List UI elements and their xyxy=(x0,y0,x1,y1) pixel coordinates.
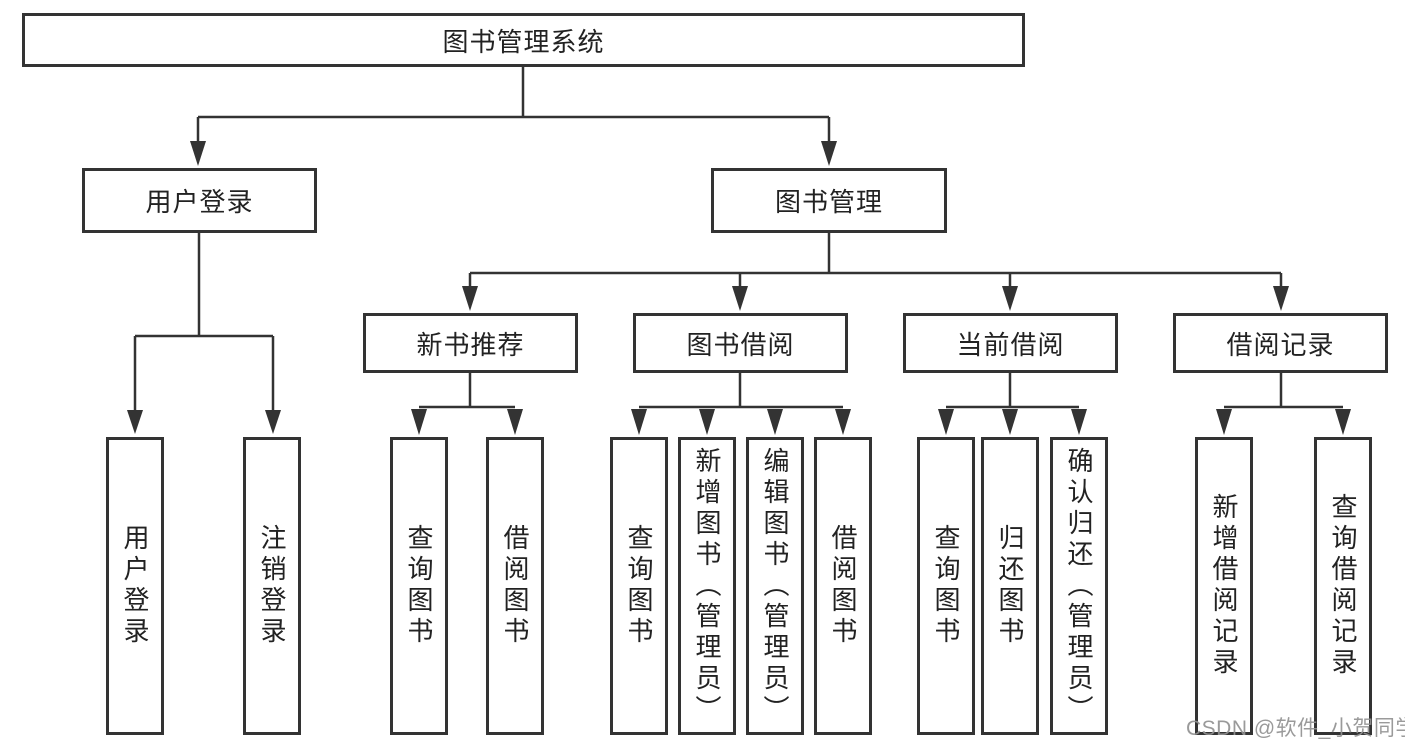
node-current-borrow: 当前借阅 xyxy=(903,313,1118,373)
watermark: CSDN @软件_小贺同学 xyxy=(1186,717,1405,740)
connector-management-to-level3 xyxy=(468,233,1283,288)
leaf-bb-query-books: 查询图书 xyxy=(610,437,668,735)
leaf-br-add-record: 新增借阅记录 xyxy=(1195,437,1253,735)
arrow-down-icon xyxy=(938,409,954,435)
connector-currentborrow-to-leaves xyxy=(946,373,1079,409)
node-borrow-records: 借阅记录 xyxy=(1173,313,1388,373)
connector-records-to-leaves xyxy=(1224,373,1343,409)
leaf-user-login: 用户登录 xyxy=(106,437,164,735)
arrow-down-icon xyxy=(1002,286,1018,311)
arrow-down-icon xyxy=(821,141,837,166)
node-new-book-recommend: 新书推荐 xyxy=(363,313,578,373)
node-root-system: 图书管理系统 xyxy=(22,13,1025,67)
arrow-down-icon xyxy=(411,409,427,435)
arrow-down-icon xyxy=(265,410,281,434)
connector-login-to-leaves xyxy=(133,233,275,411)
connector-bookborrow-to-leaves xyxy=(639,373,843,409)
leaf-cb-return-books: 归还图书 xyxy=(981,437,1039,735)
leaf-bb-add-books-admin: 新增图书（管理员） xyxy=(678,437,736,735)
arrow-down-icon xyxy=(699,409,715,435)
connector-newbooks-to-leaves xyxy=(419,373,515,409)
arrow-down-icon xyxy=(190,141,206,166)
arrow-down-icon xyxy=(835,409,851,435)
arrow-down-icon xyxy=(1216,409,1232,435)
node-user-login: 用户登录 xyxy=(82,168,317,233)
arrow-down-icon xyxy=(462,286,478,311)
node-book-management: 图书管理 xyxy=(711,168,947,233)
connector-segments xyxy=(133,67,1343,411)
connector-root-to-level2 xyxy=(196,67,831,142)
leaf-cb-confirm-return-admin: 确认归还（管理员） xyxy=(1050,437,1108,735)
arrow-down-icon xyxy=(631,409,647,435)
leaf-nb-borrow-books: 借阅图书 xyxy=(486,437,544,735)
arrow-down-icon xyxy=(767,409,783,435)
arrow-down-icon xyxy=(1273,286,1289,311)
leaf-bb-borrow-books: 借阅图书 xyxy=(814,437,872,735)
arrow-down-icon xyxy=(127,410,143,434)
arrow-down-icon xyxy=(1071,409,1087,435)
leaf-br-query-record: 查询借阅记录 xyxy=(1314,437,1372,735)
node-book-borrow: 图书借阅 xyxy=(633,313,848,373)
leaf-bb-edit-books-admin: 编辑图书（管理员） xyxy=(746,437,804,735)
leaf-cb-query-books: 查询图书 xyxy=(917,437,975,735)
arrow-down-icon xyxy=(1002,409,1018,435)
arrow-down-icon xyxy=(732,286,748,311)
leaf-nb-query-books: 查询图书 xyxy=(390,437,448,735)
arrow-down-icon xyxy=(507,409,523,435)
arrow-down-icon xyxy=(1335,409,1351,435)
arrowhead-icons xyxy=(127,141,1351,435)
leaf-logout: 注销登录 xyxy=(243,437,301,735)
